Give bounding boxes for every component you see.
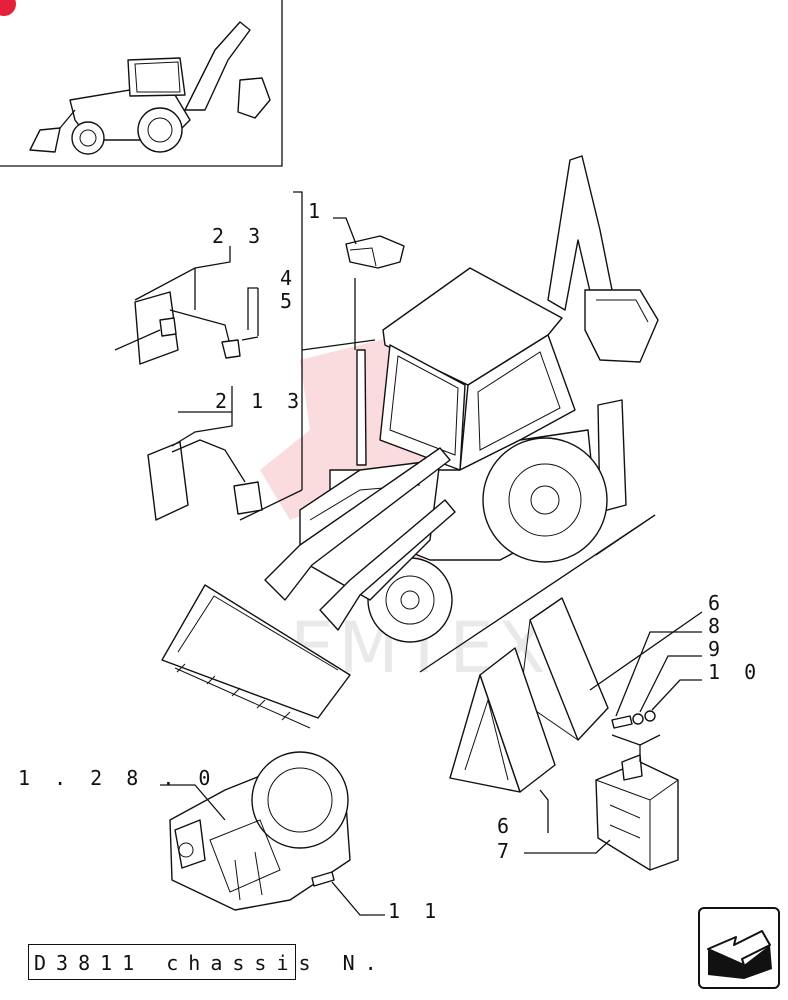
transmission-assembly: [169, 751, 351, 911]
callout-8: 8: [708, 614, 726, 638]
next-page-button[interactable]: [698, 907, 780, 989]
corner-mark: [0, 0, 16, 16]
thumbnail-overview: [0, 0, 283, 167]
mirror-assembly-lower: [147, 386, 263, 521]
callout-2-3: 2 3: [212, 224, 266, 248]
callout-1-28-0: 1 . 2 8 . 0: [18, 766, 216, 790]
backhoe-loader: [161, 155, 659, 729]
beacon-part: [345, 235, 405, 269]
callout-7: 7: [497, 839, 515, 863]
arrow-next-icon: [707, 930, 772, 979]
callout-1: 1: [308, 199, 326, 223]
callout-6-upper: 6: [708, 591, 726, 615]
tool-box: [595, 754, 679, 871]
mirror-assembly-upper: [114, 246, 259, 365]
chassis-label-box: [28, 944, 296, 980]
callout-labels: 2 3 4 5 1 2 1 3 6 8 9 1 0 1 . 2 8 . 0 6 …: [18, 199, 762, 923]
callout-2-13: 2 1 3: [215, 389, 305, 413]
callout-6-lower: 6: [497, 814, 515, 838]
leader-lines: [160, 217, 703, 916]
wheel-chocks: [449, 597, 609, 793]
chassis-label: D3811 chassis N.: [34, 951, 387, 975]
reference-lines: [239, 191, 656, 673]
callout-4: 4: [280, 266, 298, 290]
callout-10: 1 0: [708, 660, 762, 684]
callout-11: 1 1: [388, 899, 442, 923]
fasteners-8-9-10: [611, 710, 656, 729]
callout-5: 5: [280, 289, 298, 313]
callout-9: 9: [708, 637, 726, 661]
